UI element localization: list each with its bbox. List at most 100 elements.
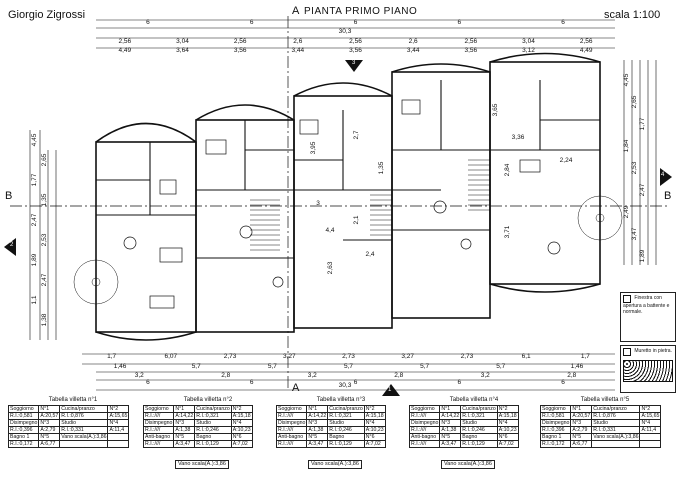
dim-left-2: 1,77 — [31, 173, 38, 186]
table-cell: Anti-bagno — [408, 433, 441, 441]
table-cell: Disimpegno — [408, 419, 441, 427]
table-cell: N°4 — [230, 419, 253, 427]
dim-bot-total: 30,3 — [339, 382, 352, 389]
dim-bot-r4-1: 6 — [250, 379, 254, 386]
table-cell — [591, 440, 641, 448]
table-cell: R.I.:0,246 — [194, 426, 232, 434]
room-dim-9: 3,36 — [512, 134, 525, 141]
table-cell: Anti-bagno — [142, 433, 175, 441]
table-cell: A:11,4 — [107, 426, 130, 434]
dim-top-r1-1: 6 — [250, 19, 254, 26]
table-cell: N°2 — [230, 405, 253, 413]
table-title-3: Tabella villetta n°3 — [316, 397, 366, 403]
section-b-right: B — [664, 190, 672, 202]
dim-top-r1-0: 6 — [146, 19, 150, 26]
table-cell: Disimpegno — [539, 419, 572, 427]
dim-left-3: 1,35 — [41, 193, 48, 206]
dim-bot-r2-2: 5,7 — [268, 363, 277, 370]
dim-bot-r1-3: 3,27 — [283, 353, 296, 360]
table-cell: A:3,47 — [173, 440, 196, 448]
legend-wall: Muretto in pietra. — [620, 345, 676, 393]
table-cell: N°5 — [173, 433, 196, 441]
table-cell — [107, 433, 130, 441]
table-cell: A:15,18 — [363, 412, 386, 420]
table-title-2: Tabella villetta n°2 — [183, 397, 233, 403]
table-cell: R.I.:0,321 — [327, 412, 365, 420]
table-cell: Soggiorno — [539, 405, 572, 413]
section-a-bottom: A — [292, 382, 300, 394]
table-cell: R.I.:0,321 — [460, 412, 498, 420]
section-b-left: B — [5, 190, 13, 202]
table-cell: A:15,65 — [639, 412, 662, 420]
stone-pattern-icon — [623, 360, 673, 382]
view-marker-4 — [660, 168, 672, 186]
dim-bot-r1-0: 1,7 — [107, 353, 116, 360]
room-dim-6: 2,4 — [365, 251, 374, 258]
view-marker-3-label: 3 — [352, 60, 356, 66]
vano-scala-2: Vano scala(A.):3,86 — [175, 460, 229, 469]
dim-top-r3-8: 4,49 — [580, 47, 593, 54]
table-cell — [639, 433, 662, 441]
dim-right-3: 1,84 — [623, 139, 630, 152]
stone-wall-icon — [623, 348, 631, 356]
table-cell: R.I.:0,876 — [59, 412, 109, 420]
table-cell: R.I.:0,581 — [7, 412, 40, 420]
dim-bot-r1-7: 6,1 — [522, 353, 531, 360]
legend-window-text: Finestra con apertura a battente e norma… — [623, 295, 670, 315]
dim-right-6: 2,49 — [623, 205, 630, 218]
table-cell: A:6,77 — [570, 440, 593, 448]
table-cell: A:6,77 — [38, 440, 61, 448]
dim-top-r1-2: 6 — [354, 19, 358, 26]
table-title-4: Tabella villetta n°4 — [449, 397, 499, 403]
room-dim-10: 2,84 — [504, 163, 511, 176]
table-cell: Bagno 1 — [539, 433, 572, 441]
table-cell: A:14,22 — [439, 412, 462, 420]
table-cell: R.I.:0,396 — [539, 426, 572, 434]
table-cell: Cucina/pranzo — [59, 405, 109, 413]
table-cell: N°2 — [363, 405, 386, 413]
room-dim-12: 3,71 — [504, 225, 511, 238]
dim-top-r3-4: 3,56 — [349, 47, 362, 54]
dim-top-r3-0: 4,49 — [119, 47, 132, 54]
view-marker-2-label: 2 — [10, 242, 14, 248]
table-cell: Cucina/pranzo — [194, 405, 232, 413]
dim-right-0: 4,45 — [623, 73, 630, 86]
dim-left-8: 1,1 — [31, 295, 38, 304]
dim-top-r2-5: 2,6 — [409, 38, 418, 45]
table-cell: R.I.:0,246 — [460, 426, 498, 434]
table-cell: Studio — [327, 419, 365, 427]
table-cell: R.I.://// — [142, 412, 175, 420]
table-cell: A:20,57 — [38, 412, 61, 420]
dim-top-r2-8: 2,56 — [580, 38, 593, 45]
dim-bot-r2-0: 1,46 — [114, 363, 127, 370]
author-name: Giorgio Zigrossi — [8, 9, 86, 21]
room-dim-3: 3 — [316, 200, 320, 207]
table-cell: A:14,22 — [173, 412, 196, 420]
dim-bot-r1-6: 2,73 — [461, 353, 474, 360]
view-marker-1 — [382, 384, 400, 396]
table-cell: Cucina/pranzo — [591, 405, 641, 413]
dim-bot-r3-2: 3,2 — [308, 372, 317, 379]
dim-right-1: 2,65 — [631, 95, 638, 108]
table-cell: N°6 — [496, 433, 519, 441]
section-a-top: A — [292, 5, 300, 17]
table-cell: Bagno 1 — [7, 433, 40, 441]
dim-top-r2-1: 3,04 — [176, 38, 189, 45]
view-marker-3 — [345, 60, 363, 72]
table-cell: R.I.:0,331 — [591, 426, 641, 434]
